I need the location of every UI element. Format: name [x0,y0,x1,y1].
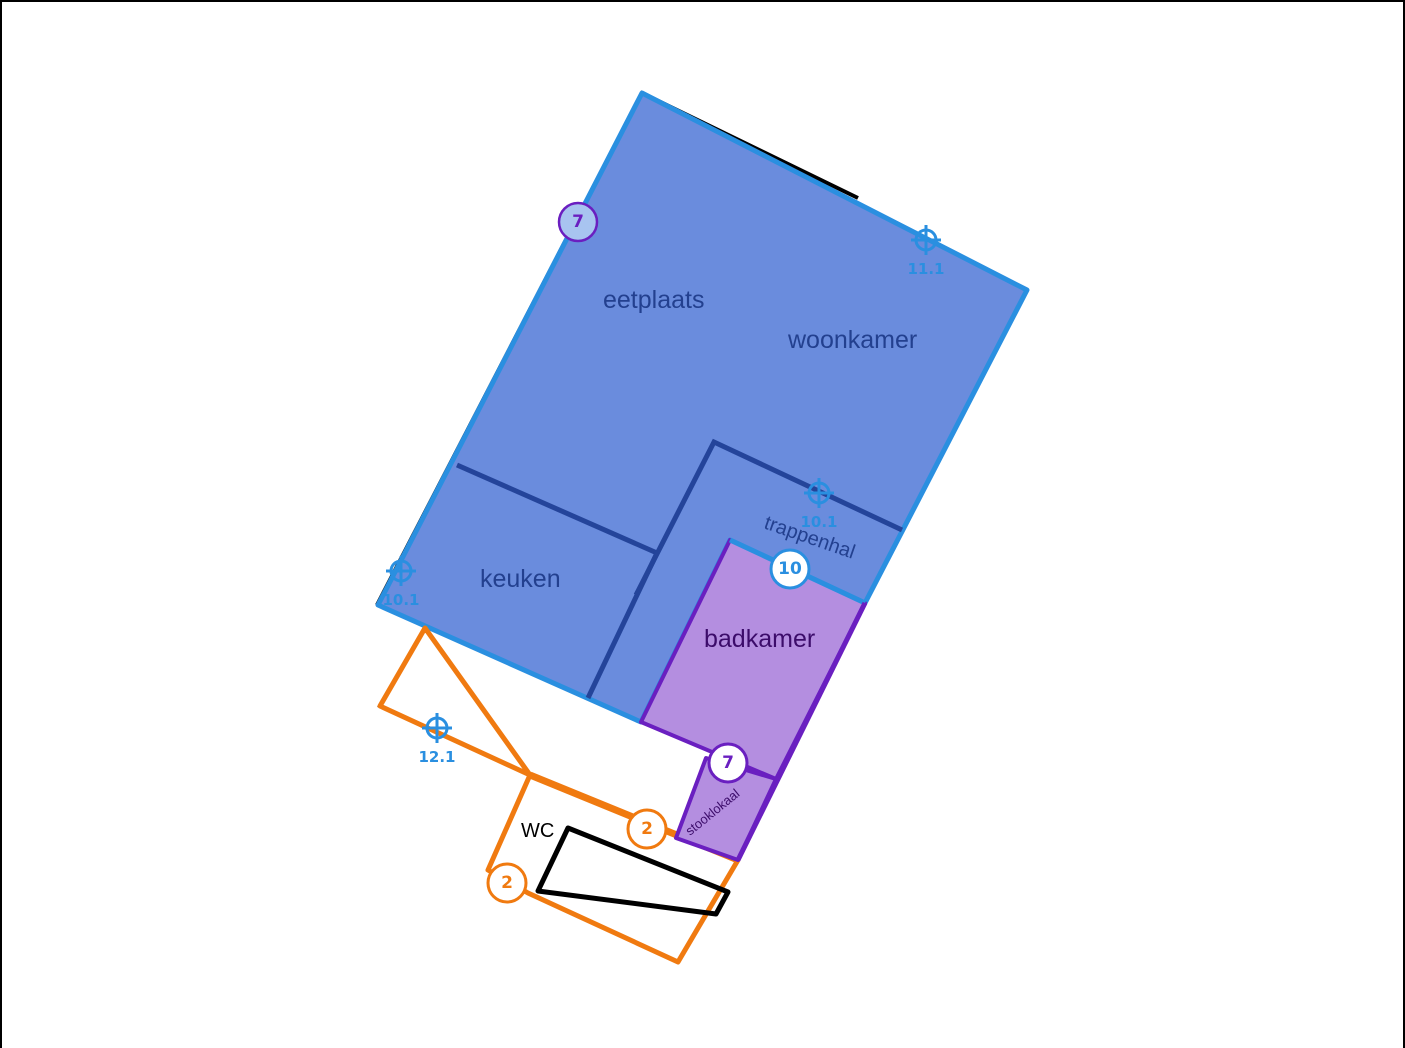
marker-label-10-1-center: 10.1 [800,513,837,531]
badge-purple-7-number: 7 [722,753,734,773]
badge-orange-2-bottom-number: 2 [501,873,513,893]
crosshair-marker-12-1[interactable]: 12.1 [418,713,456,766]
crosshair-icon [911,225,941,255]
crosshair-icon [804,478,834,508]
crosshair-icon [386,556,416,586]
room-label-eetplaats: eetplaats [603,286,704,314]
badge-blue-10-number: 10 [778,559,802,579]
badge-orange-2-bottom[interactable]: 2 [486,862,528,904]
badge-purple-top[interactable]: 7 [557,201,599,243]
marker-label-12-1: 12.1 [418,748,455,766]
room-label-badkamer: badkamer [704,625,815,653]
badge-blue-10[interactable]: 10 [769,548,811,590]
crosshair-marker-11-1[interactable]: 11.1 [907,225,945,278]
wall-keuken-top [455,462,659,556]
room-label-woonkamer: woonkamer [787,326,917,354]
marker-label-10-1-left: 10.1 [382,591,419,609]
wall-trappenhal [633,438,904,597]
crosshair-marker-10-1-left[interactable]: 10.1 [382,556,420,609]
badge-purple-top-number: 7 [572,212,584,232]
room-label-wc: WC [521,820,554,842]
marker-label-11-1: 11.1 [907,260,944,278]
purple-right-wall [735,601,868,862]
badge-purple-7[interactable]: 7 [707,742,749,784]
wc-fixture [535,825,731,917]
badge-orange-2-top[interactable]: 2 [626,808,668,850]
room-label-keuken: keuken [480,565,561,593]
crosshair-icon [422,713,452,743]
badge-orange-2-top-number: 2 [641,819,653,839]
crosshair-marker-10-1-center[interactable]: 10.1 [800,478,838,531]
